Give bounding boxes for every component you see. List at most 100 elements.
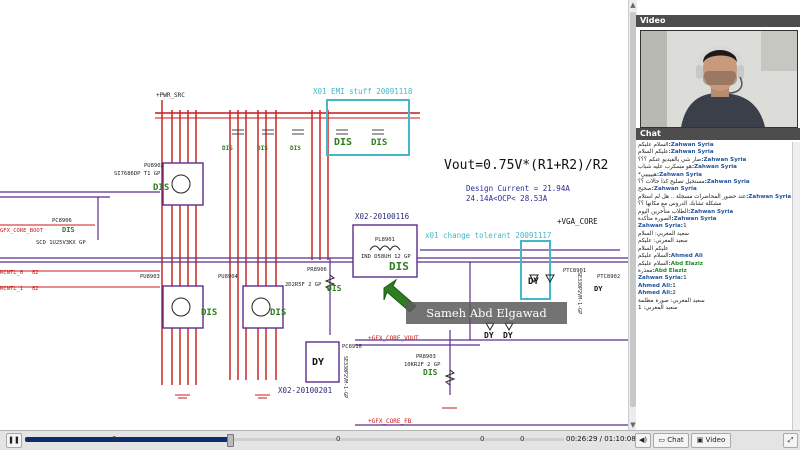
chat-sender: Abd Elaziz: (652, 267, 687, 274)
chat-message: Zahwan Syria:1 (638, 275, 792, 282)
video-toggle-button[interactable]: ▣ Video (691, 433, 731, 448)
chat-text: مستحيل تصليح كذا حالات ؟؟ (638, 179, 705, 186)
chat-message: Zahwan Syria:الطلاب متأخرين اليوم (638, 209, 792, 216)
tick-mark: 0 (520, 435, 525, 443)
tick-mark: 0 (112, 435, 117, 443)
rcntl1-label: RCNTL_1 (0, 286, 23, 292)
tick-mark: 0 (336, 435, 341, 443)
time-current: 00:26:29 (566, 435, 598, 443)
dis-mark: DIS (201, 308, 217, 318)
camera-icon: ▣ (696, 436, 704, 444)
pr8906-part-label: 2D2R5F 2 GP (285, 282, 322, 288)
chat-text: عند حضور المحاضرات مسجلة .. هل لم استلام… (638, 193, 747, 208)
tick-mark: 0 (480, 435, 485, 443)
ptc-part-label: SE330P2VM-1-GP (576, 272, 582, 314)
dy-mark: DY (312, 357, 324, 368)
pause-button[interactable]: ❚❚ (6, 433, 22, 448)
pr8903-label: PR8903 (416, 354, 436, 360)
video-toggle-label: Video (705, 436, 726, 444)
chat-message: سعيد المغربي: عليكم (638, 238, 792, 245)
presenter-image (641, 31, 797, 127)
scroll-down-icon[interactable]: ▼ (630, 421, 636, 429)
chat-message: Abd Elaziz:السلام عليكم (638, 261, 792, 268)
chat-sender: Zahwan Syria: (656, 171, 702, 178)
x01-change-label: x01 change tolerant 20091117 (425, 231, 551, 240)
chat-text: صحيح (638, 186, 652, 193)
chat-message: Ahmed Ali:السلام عليكم (638, 253, 792, 260)
chat-sender: Ahmed Ali: (668, 253, 703, 260)
chat-text: 1 (683, 275, 687, 282)
chat-bubble-icon: ▭ (658, 436, 666, 444)
chat-sender: Zahwan Syria: (668, 142, 714, 148)
time-display: 00:26:29 / 01:10:08 (566, 435, 636, 443)
chat-text: سعيد المغربي: السلام (638, 230, 689, 237)
chat-text: معذرة (638, 267, 653, 274)
chat-text: 2 (672, 290, 676, 297)
pin82a-label: 82 (32, 270, 39, 276)
gfx-core-vout-label: +GFX_CORE_VOUT (368, 335, 419, 342)
pu8902-label: PU8902 (144, 163, 164, 169)
time-total: 01:10:08 (604, 435, 636, 443)
rcntl0-label: RCNTL_0 (0, 270, 23, 276)
gfx-core-fb-label: +GFX_CORE_FB (368, 418, 412, 425)
seek-track[interactable] (232, 438, 564, 441)
dis-mark: DIS (334, 137, 352, 148)
chat-text: السلام عليكم (638, 253, 669, 260)
chat-message: سعيد المغربي: السلام (638, 231, 792, 238)
pr8903-part-label: 10KR2F 2 GP (404, 362, 441, 368)
chat-sender: Abd Elaziz: (668, 260, 704, 267)
dis-mark: DIS (371, 138, 387, 148)
presenter-watermark: Sameh Abd Elgawad (406, 302, 567, 324)
dis-mark: DIS (290, 145, 301, 152)
chat-sender: Zahwan Syria: (701, 156, 747, 163)
chat-message: Ahmed Ali:2 (638, 290, 792, 297)
chat-text: هو مسكرب عليه شباب (638, 164, 692, 171)
chat-message: عليكم السلام (638, 246, 792, 253)
pu8904-label: PU8904 (218, 274, 239, 280)
chat-message: Zahwan Syria:عليكم السلام (638, 149, 792, 156)
schematic-scrollbar[interactable]: ▲ ▼ (628, 0, 637, 430)
formula-label: Vout=0.75V*(R1+R2)/R2 (444, 158, 608, 173)
pr8906-label: PR8906 (307, 267, 327, 273)
player-controls: ❚❚ 0 0 0 0 00:26:29 / 01:10:08 ◀) ▭ Chat… (0, 430, 800, 450)
chat-message: Ahmed Ali:1 (638, 283, 792, 290)
scroll-up-icon[interactable]: ▲ (630, 1, 636, 9)
emi-title: X01 EMI stuff 20091118 (313, 87, 413, 96)
volume-button[interactable]: ◀) (635, 433, 651, 448)
vga-core-label: +VGA_CORE (557, 217, 598, 226)
chat-message: سعيد المغربي: 1 (638, 305, 792, 312)
chat-scrollbar[interactable] (792, 142, 800, 430)
scroll-thumb[interactable] (630, 12, 636, 407)
video-panel-title: Video (636, 15, 800, 27)
chat-toggle-button[interactable]: ▭ Chat (653, 433, 689, 448)
fullscreen-button[interactable]: ⤢ (783, 433, 798, 448)
chat-message: Zahwan Syria:السلام عليكم (638, 142, 792, 149)
schematic-canvas: +PWR_SRC X01 EMI stuff 20091118 Vout=0.7… (0, 87, 628, 426)
chat-message: Zahwan Syria:صحيح (638, 186, 792, 193)
chat-sender: Zahwan Syria: (668, 149, 714, 156)
chat-message: سعيد المغربي: صورة مظلمة (638, 298, 792, 305)
gfx-core-boot-label: GFX_CORE_BOOT (0, 228, 44, 234)
chat-sender: Zahwan Syria: (651, 186, 697, 193)
ocp-label: 24.14A<OCP< 28.53A (466, 194, 548, 203)
chat-sender: Zahwan Syria: (671, 216, 717, 223)
pwr-src-label: +PWR_SRC (156, 92, 185, 99)
chat-message: Zahwan Syria:صار شي بالفيديو عنكم ؟؟؟ (638, 157, 792, 164)
fullscreen-icon: ⤢ (787, 436, 794, 444)
chat-text: سعيد المغربي: 1 (638, 304, 678, 311)
chat-message: Zahwan Syria:عند حضور المحاضرات مسجلة ..… (638, 194, 792, 209)
dy-mark: DY (594, 285, 603, 293)
dis-mark: DIS (423, 368, 438, 377)
seek-handle[interactable] (227, 434, 234, 447)
chat-message: Zahwan Syria:1 (638, 223, 792, 230)
dis-mark: DIS (153, 183, 169, 193)
chat-panel-title: Chat (636, 128, 800, 140)
dy-mark: DY (528, 277, 539, 287)
seek-progress[interactable] (25, 437, 230, 442)
chat-sender: Zahwan Syria: (688, 208, 734, 215)
x02-bottom-label: X02-20100201 (278, 386, 332, 395)
speaker-icon: ◀) (638, 436, 648, 444)
schematic-drawing: +PWR_SRC X01 EMI stuff 20091118 Vout=0.7… (0, 87, 628, 426)
ptc8901-label: PTC8901 (563, 268, 586, 274)
